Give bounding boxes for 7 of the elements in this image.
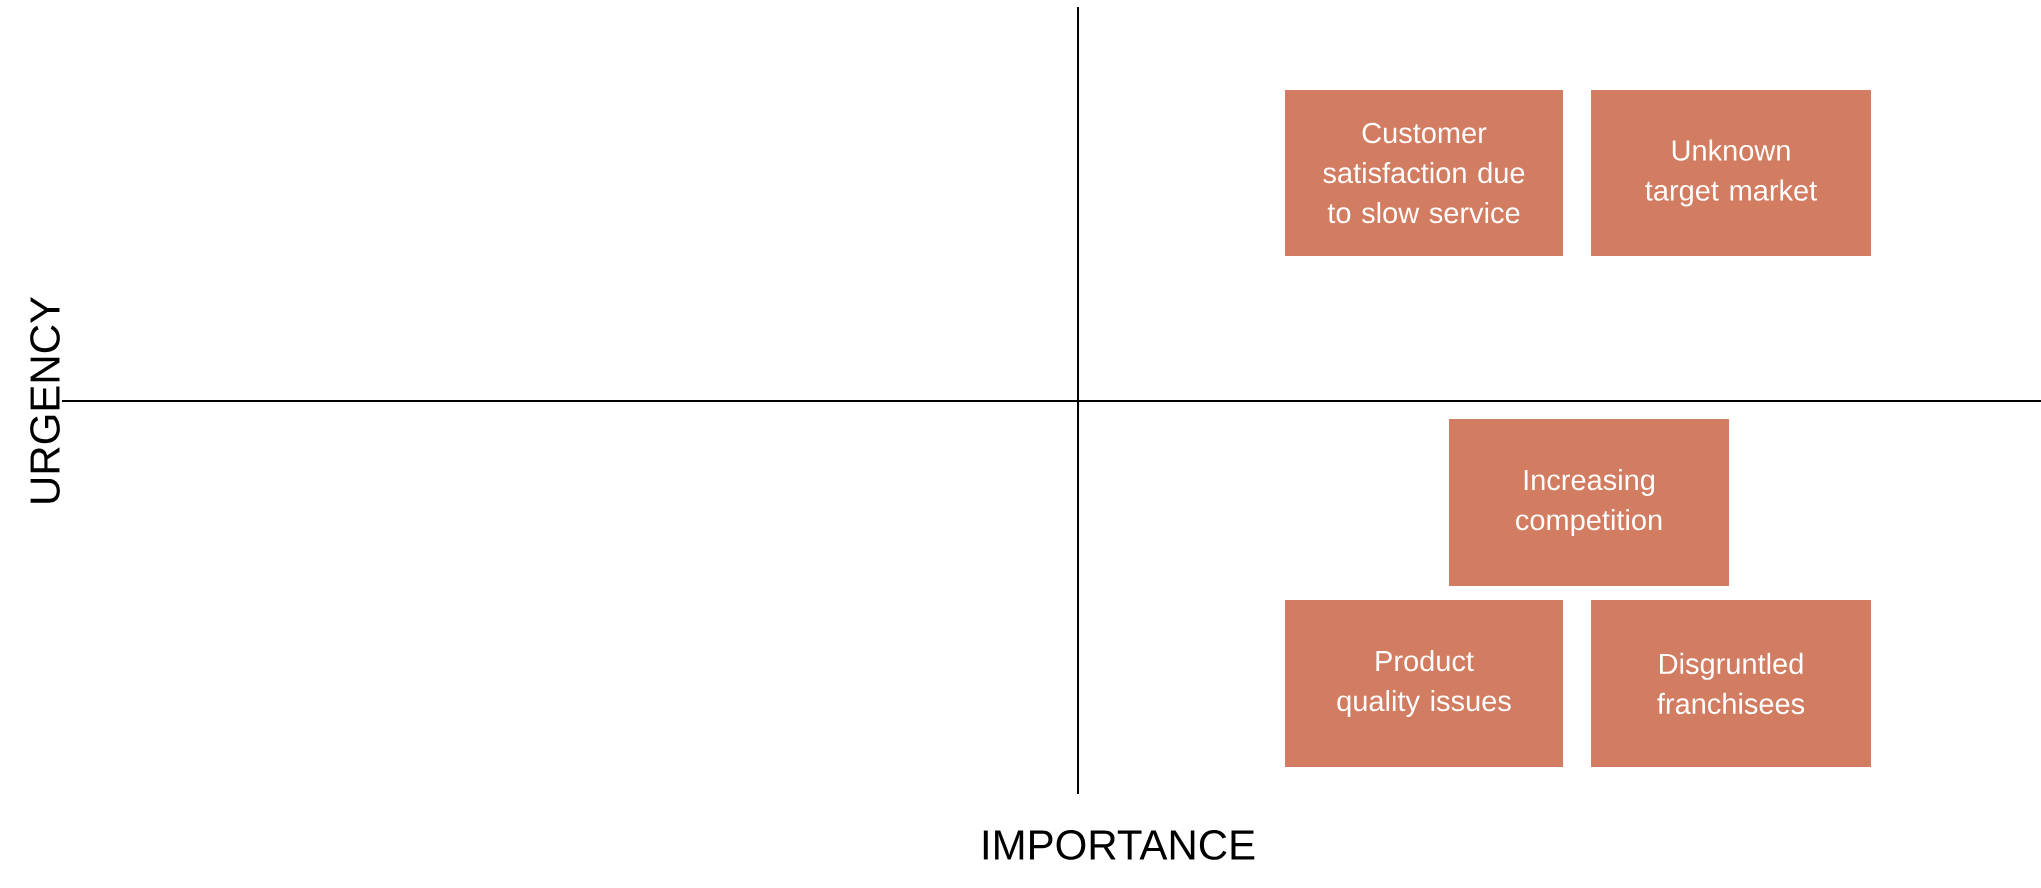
issue-box: Product quality issues [1285, 600, 1563, 767]
axis-label: URGENCY [30, 296, 60, 503]
issue-box: Unknown target market [1591, 90, 1871, 256]
issue-box: Increasing competition [1449, 419, 1729, 586]
axis-label: IMPORTANCE [983, 830, 1255, 860]
issue-box: Disgruntled franchisees [1591, 600, 1871, 767]
issue-box: Customer satisfaction due to slow service [1285, 90, 1563, 256]
